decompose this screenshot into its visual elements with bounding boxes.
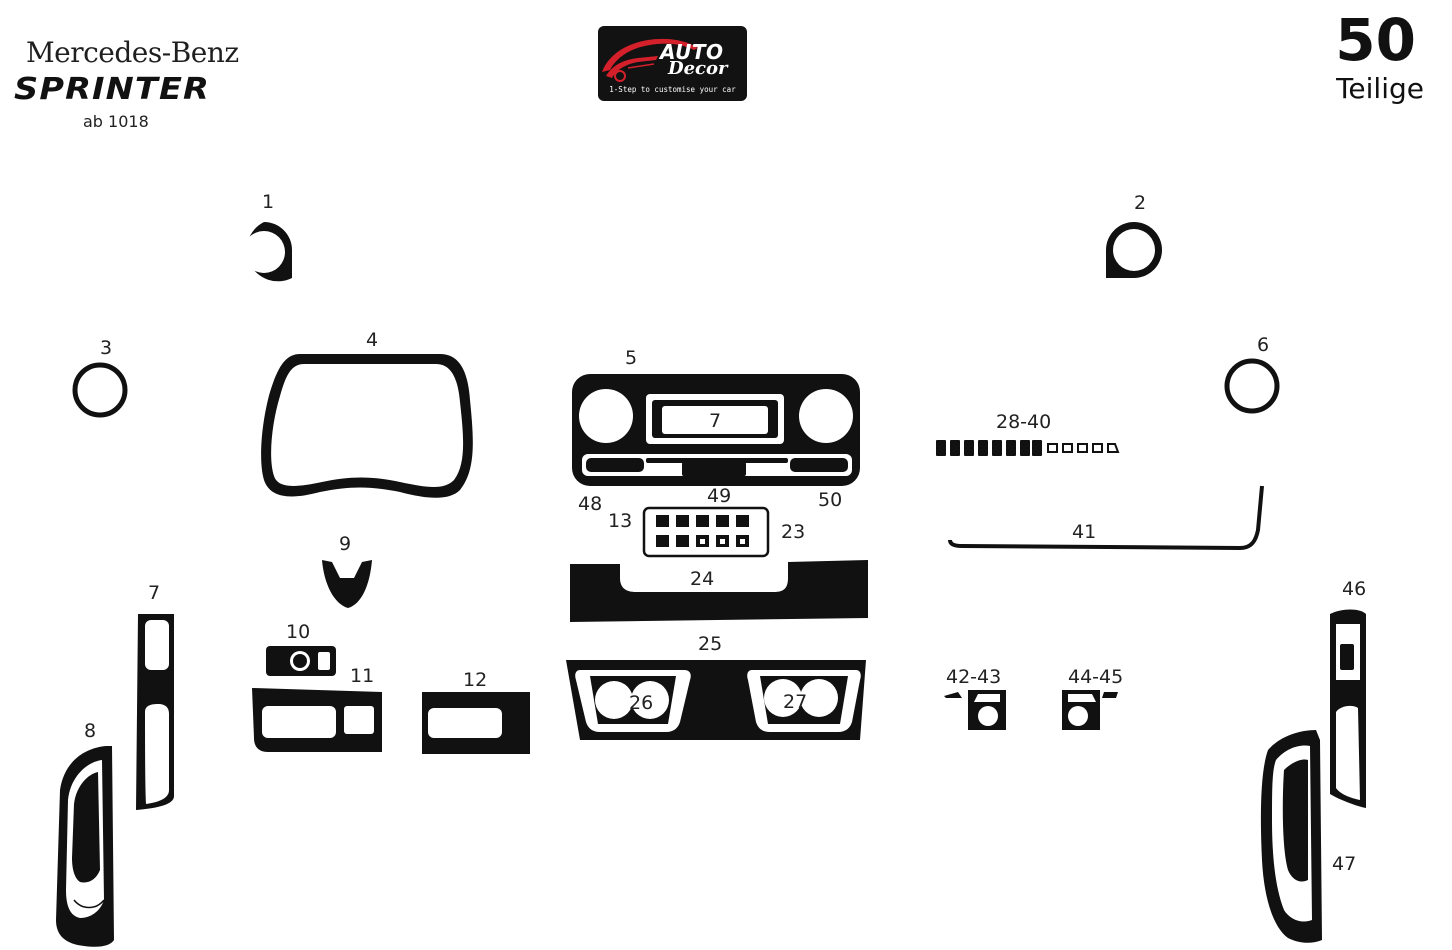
logo-name-script: Decor (668, 58, 728, 79)
part-label: 1 (262, 191, 274, 213)
brand-make: Mercedes-Benz (26, 36, 239, 69)
part-label: 9 (339, 533, 351, 555)
part-47: 47 (1260, 730, 1356, 943)
part-9: 9 (322, 533, 372, 608)
part-label: 3 (100, 337, 112, 359)
part-label: 6 (1257, 334, 1269, 356)
part-label: 8 (84, 720, 96, 742)
part-27: 27 (783, 691, 807, 713)
part-label: 7 (709, 410, 721, 432)
part-23: 23 (781, 521, 805, 543)
part-6: 6 (1224, 334, 1280, 414)
part-7-door: 7 (136, 582, 174, 810)
part-label: 25 (698, 633, 722, 655)
part-3: 3 (72, 337, 128, 418)
part-25: 25 (566, 633, 866, 740)
part-48: 48 (578, 493, 602, 515)
part-50: 50 (818, 489, 842, 511)
part-28-40: 28-40 (936, 411, 1120, 456)
part-26: 26 (629, 692, 653, 714)
part-10: 10 (266, 621, 336, 676)
part-49: 49 (707, 485, 731, 507)
part-label: 44-45 (1068, 666, 1123, 688)
part-12: 12 (422, 669, 530, 754)
part-7-display: 7 (709, 410, 721, 432)
part-label: 47 (1332, 853, 1356, 875)
part-label: 42-43 (946, 666, 1001, 688)
part-label: 48 (578, 493, 602, 515)
part-label: 23 (781, 521, 805, 543)
logo-tagline: 1-Step to customise your car (609, 85, 736, 94)
part-label: 10 (286, 621, 310, 643)
brand-model: SPRINTER (14, 72, 211, 107)
part-label: 50 (818, 489, 842, 511)
logo-name: AUTO (660, 40, 724, 64)
part-13-23-button-panel (642, 506, 770, 558)
part-label: 12 (463, 669, 487, 691)
part-44-45: 44-45 (1062, 666, 1123, 730)
part-label: 26 (629, 692, 653, 714)
part-label: 7 (148, 582, 160, 604)
part-46: 46 (1330, 578, 1366, 808)
part-label: 27 (783, 691, 807, 713)
part-8: 8 (56, 720, 114, 947)
autodecor-logo: AUTO Decor 1-Step to customise your car (598, 26, 747, 101)
part-label: 4 (366, 329, 378, 351)
part-5: 5 (572, 347, 860, 486)
part-41: 41 (948, 485, 1264, 551)
part-13: 13 (608, 510, 632, 532)
piece-count-label: Teilige (1336, 72, 1424, 105)
part-label: 41 (1072, 521, 1096, 543)
part-42-43: 42-43 (944, 666, 1006, 730)
part-label: 24 (690, 568, 714, 590)
part-label: 49 (707, 485, 731, 507)
part-2: 2 (1106, 192, 1162, 278)
car-silhouette-icon (602, 38, 698, 82)
part-label: 5 (625, 347, 637, 369)
part-label: 13 (608, 510, 632, 532)
part-label: 28-40 (996, 411, 1051, 433)
part-label: 2 (1134, 192, 1146, 214)
part-24: 24 (570, 560, 868, 622)
part-label: 46 (1342, 578, 1366, 600)
part-11: 11 (252, 665, 382, 752)
part-1: 1 (243, 191, 292, 282)
brand-subtitle: ab 1018 (83, 112, 149, 131)
part-4: 4 (261, 329, 473, 498)
piece-count: 50 (1335, 6, 1416, 74)
part-label: 11 (350, 665, 374, 687)
